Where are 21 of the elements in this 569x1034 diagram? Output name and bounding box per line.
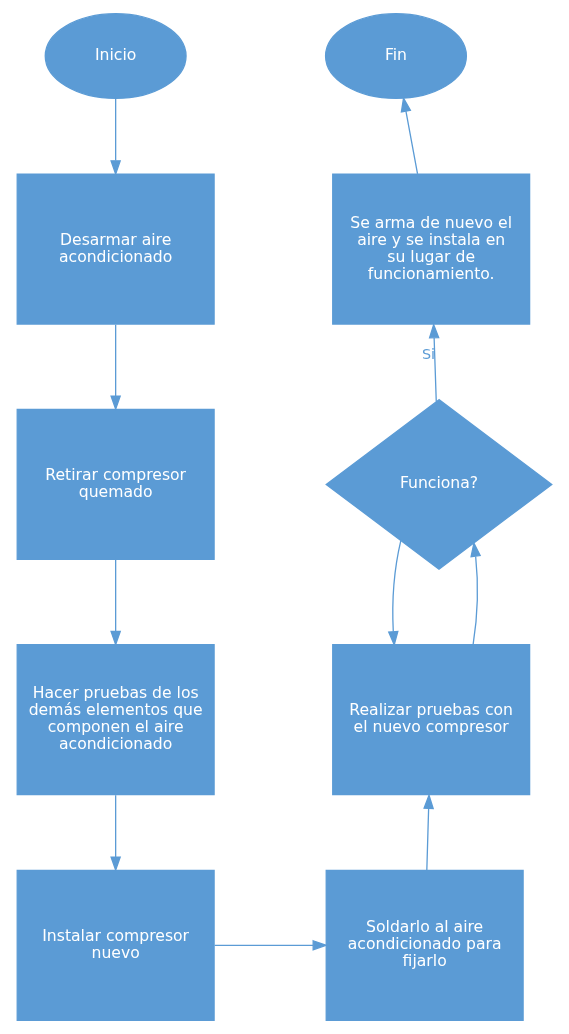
node-box: Desarmar aire acondicionado xyxy=(16,173,215,325)
arrow xyxy=(110,794,122,873)
arrow xyxy=(214,939,329,951)
node-box: Retirar compresor quemado xyxy=(16,408,215,560)
node-box: Soldarlo al aire acondicionado para fijarlo xyxy=(325,869,524,1021)
node-box: Se arma de nuevo el aire y se instala en su lugar de funcionamiento. xyxy=(332,173,531,325)
node-ellipse: Fin xyxy=(324,13,468,100)
node-box: Realizar pruebas con el nuevo compresor xyxy=(332,644,531,796)
arrow xyxy=(387,540,402,647)
edge-label: Si xyxy=(421,345,435,362)
node-diamond: Funciona? xyxy=(325,398,553,570)
arrow xyxy=(428,322,440,403)
node-box: Instalar compresor nuevo xyxy=(16,869,215,1021)
node-box: Hacer pruebas de los demás elementos que componen el aire acondicionado xyxy=(16,644,215,796)
arrow xyxy=(470,541,482,646)
arrow xyxy=(110,324,122,412)
arrow xyxy=(400,96,419,175)
node-ellipse: Inicio xyxy=(44,13,187,100)
arrow xyxy=(110,98,122,176)
arrow xyxy=(423,793,435,871)
arrow xyxy=(110,559,122,647)
